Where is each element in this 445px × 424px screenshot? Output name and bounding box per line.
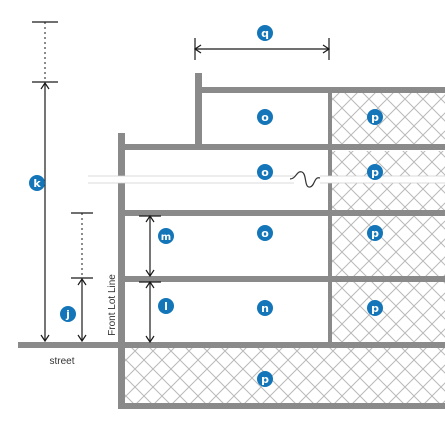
svg-text:k: k — [33, 177, 41, 190]
badge-p-r4: p — [367, 300, 383, 316]
hatched-areas — [124, 92, 445, 407]
squiggle-break-icon — [289, 168, 321, 190]
basement-floor — [118, 403, 445, 409]
svg-text:n: n — [261, 302, 269, 315]
front-wall — [118, 133, 125, 409]
svg-text:o: o — [261, 166, 269, 179]
dimension-l — [139, 280, 161, 344]
dimension-k — [32, 21, 58, 343]
badge-o-lower: o — [257, 225, 273, 241]
svg-text:p: p — [371, 166, 379, 179]
svg-text:o: o — [261, 227, 269, 240]
upper-front-wall — [195, 73, 202, 149]
svg-text:p: p — [371, 302, 379, 315]
svg-text:p: p — [371, 111, 379, 124]
badge-o-mid: o — [257, 164, 273, 180]
roof-slab — [195, 87, 445, 93]
svg-text:q: q — [261, 27, 269, 40]
badge-p-r1: p — [367, 109, 383, 125]
badge-p-r2: p — [367, 164, 383, 180]
badge-j: j — [60, 306, 76, 322]
street: street — [18, 342, 118, 367]
badge-p-base: p — [257, 371, 273, 387]
rear-hatch-3 — [332, 215, 445, 276]
rear-hatch-1 — [332, 92, 445, 146]
badge-o-top: o — [257, 109, 273, 125]
badge-l: l — [158, 298, 174, 314]
badge-n: n — [257, 300, 273, 316]
badge-m: m — [158, 228, 174, 244]
dimension-j — [71, 212, 93, 343]
floor-slab-2 — [118, 276, 445, 282]
badge-q: q — [257, 25, 273, 41]
svg-text:l: l — [164, 300, 168, 313]
building-walls — [118, 73, 445, 409]
badge-p-r3: p — [367, 225, 383, 241]
dimension-q — [193, 38, 331, 60]
svg-text:p: p — [371, 227, 379, 240]
basement-hatch — [124, 347, 445, 407]
rear-hatch-4 — [332, 281, 445, 343]
front-lot-line-label: Front Lot Line — [107, 274, 118, 336]
ground-slab — [118, 342, 445, 348]
svg-text:o: o — [261, 111, 269, 124]
svg-text:m: m — [161, 232, 171, 243]
rear-partition-wall — [328, 87, 332, 348]
floor-slab-3 — [118, 210, 445, 216]
setback-slab — [118, 144, 445, 150]
street-surface — [18, 342, 118, 348]
badges: q k j m l o o o — [29, 25, 383, 387]
svg-text:p: p — [261, 373, 269, 386]
badge-k: k — [29, 175, 45, 191]
street-label: street — [49, 356, 74, 367]
svg-text:j: j — [65, 308, 70, 321]
dimension-m — [139, 214, 161, 278]
